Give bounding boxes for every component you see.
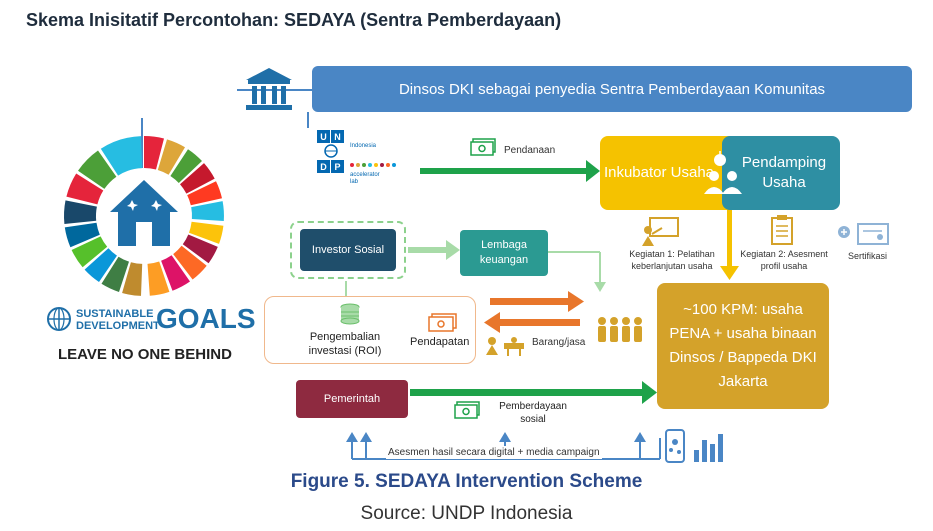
- social-money-icon: [454, 401, 480, 419]
- sdg-wheel-icon: [63, 135, 224, 296]
- pemerintah-box: Pemerintah: [296, 380, 408, 418]
- pengembalian-frame: [264, 296, 476, 364]
- orange-arrow-left: [484, 312, 580, 333]
- coins-icon: [340, 303, 360, 325]
- clipboard-icon: [771, 215, 793, 245]
- investor-arrow: [408, 240, 460, 260]
- asesmen-label: Asesmen hasil secara digital + media cam…: [386, 446, 602, 459]
- undp-letter-p: P: [331, 160, 344, 173]
- pendanaan-label: Pendanaan: [504, 145, 556, 156]
- money-icon: [470, 138, 496, 156]
- sdg-line1: SUSTAINABLE: [76, 308, 154, 320]
- down-arrow: [720, 210, 739, 280]
- accelerator-dots: [350, 163, 396, 167]
- orange-arrow-right: [490, 291, 584, 312]
- training-icon: [642, 217, 679, 246]
- undp-logo: U N D P: [317, 130, 344, 190]
- pendapatan-label: Pendapatan: [410, 336, 470, 348]
- lembaga-arrow: [548, 251, 606, 292]
- kpm-box: ~100 KPM: usaha PENA + usaha binaan Dins…: [657, 283, 829, 409]
- undp-indonesia-label: Indonesia: [350, 143, 377, 149]
- figure-caption: Figure 5. SEDAYA Intervention Scheme: [290, 471, 643, 492]
- sdg-tagline: LEAVE NO ONE BEHIND: [58, 346, 232, 363]
- pemberdayaan-label: Pemberdayaan sosial: [499, 401, 567, 425]
- investor-dashed-frame: [290, 221, 406, 279]
- digital-analytics-icon: [665, 429, 723, 463]
- dinsos-top-bar: Dinsos DKI sebagai penyedia Sentra Pembe…: [312, 66, 912, 112]
- pendanaan-arrow: [420, 160, 600, 182]
- government-building-icon: [246, 68, 292, 110]
- mentor-people-icon: [704, 151, 742, 194]
- undp-accelerator-label: accelerator lab: [350, 172, 380, 185]
- goods-services-icon: [486, 337, 524, 356]
- income-money-icon: [428, 313, 457, 332]
- certificate-icon: [838, 223, 889, 245]
- un-emblem-icon: [47, 307, 71, 331]
- asesmen-bracket: [346, 432, 661, 460]
- un-globe-icon: [324, 144, 338, 158]
- investor-sosial-box: Investor Sosial: [300, 229, 396, 271]
- community-people-icon: [598, 317, 642, 342]
- sdg-goals: GOALS: [156, 303, 256, 334]
- kegiatan1-label: Kegiatan 1: Pelatihan keberlanjutan usah…: [629, 249, 715, 271]
- kegiatan2-label: Kegiatan 2: Asesment profil usaha: [740, 249, 828, 271]
- undp-letter-d: D: [317, 160, 330, 173]
- pengembalian-label: Pengembalian investasi (ROI): [308, 331, 382, 357]
- figure-source: Source: UNDP Indonesia: [360, 503, 573, 524]
- pemerintah-arrow: [410, 381, 657, 404]
- pendamping-usaha-box: Pendamping Usaha: [722, 136, 840, 210]
- undp-letter-u: U: [317, 130, 330, 143]
- undp-letter-n: N: [331, 130, 344, 143]
- sdg-line2: DEVELOPMENT: [76, 320, 160, 332]
- page-title: Skema Inisitatif Percontohan: SEDAYA (Se…: [26, 10, 562, 30]
- sertifikasi-label: Sertifikasi: [848, 251, 888, 261]
- lembaga-keuangan-box: Lembaga keuangan: [460, 230, 548, 276]
- sdg-wordmark: SUSTAINABLE DEVELOPMENT: [76, 308, 160, 332]
- barang-jasa-label: Barang/jasa: [532, 337, 586, 348]
